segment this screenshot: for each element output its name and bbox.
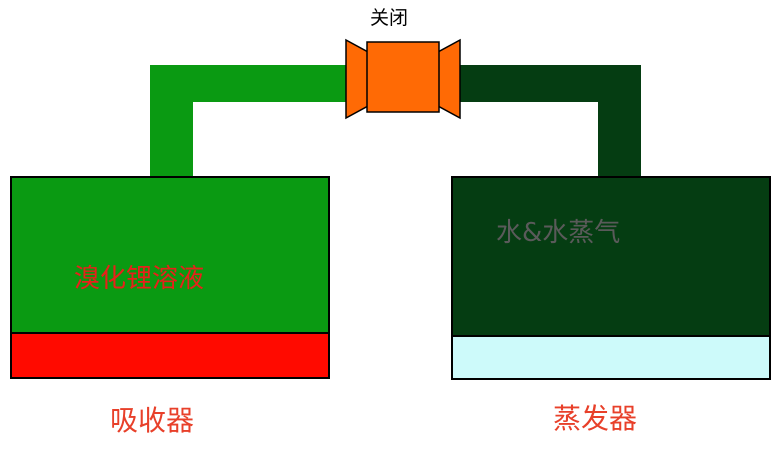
valve-icon[interactable] [345, 38, 461, 120]
valve-state-label: 关闭 [370, 7, 409, 29]
absorber-bottom-layer [10, 332, 330, 379]
evaporator-content-label: 水&水蒸气 [496, 218, 621, 248]
evaporator-bottom-layer [451, 335, 771, 380]
absorber-pipe [150, 65, 350, 178]
absorber-liquid-label: 溴化锂溶液 [74, 264, 205, 294]
evaporator-pipe [458, 65, 641, 178]
evaporator-name-label: 蒸发器 [553, 402, 638, 435]
evaporator-vessel [451, 176, 771, 380]
absorber-name-label: 吸收器 [110, 404, 195, 437]
absorber-vessel [10, 176, 330, 379]
